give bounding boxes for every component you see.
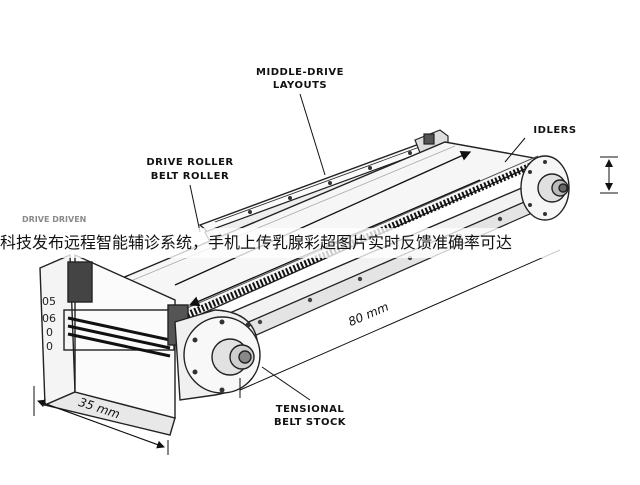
tail-pulley xyxy=(520,155,570,221)
side-number-1: 05 xyxy=(42,295,56,308)
width-dimension xyxy=(33,386,169,455)
length-dimension xyxy=(239,249,561,398)
drive-end-housing xyxy=(39,253,189,436)
drive-roller-label-2: BELT ROLLER xyxy=(151,171,229,182)
overlay-caption: 科技发布远程智能辅诊系统，手机上传乳腺彩超图片实时反馈准确率可达 xyxy=(0,228,640,258)
side-number-2: 06 xyxy=(42,312,56,325)
tensional-label-2: BELT STOCK xyxy=(274,417,347,428)
drive-plate xyxy=(174,309,261,401)
drive-roller-label-1: DRIVE ROLLER xyxy=(146,157,233,168)
middle-drive-label-2: LAYOUTS xyxy=(273,80,327,91)
drive-driven-label: DRIVE DRIVEN xyxy=(22,215,86,224)
length-dimension-label: 80 mm xyxy=(346,300,391,329)
height-dimension xyxy=(600,156,618,194)
tensional-label-1: TENSIONAL xyxy=(276,404,345,415)
middle-drive-label-1: MIDDLE-DRIVE xyxy=(256,67,344,78)
side-number-4: 0 xyxy=(46,340,53,353)
idlers-label: IDLERS xyxy=(533,125,576,136)
leader-lines xyxy=(189,93,526,401)
side-number-3: 0 xyxy=(46,326,53,339)
